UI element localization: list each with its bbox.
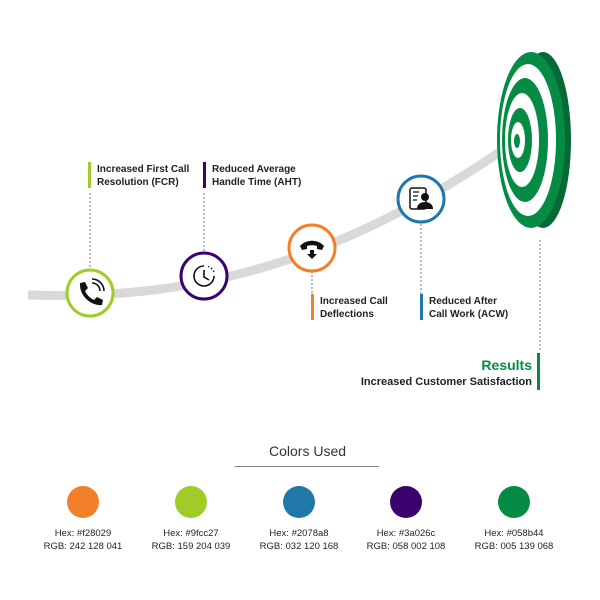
swatch-rgb: RGB: 242 128 041 — [43, 541, 123, 552]
swatch-orange: Hex: #f28029 RGB: 242 128 041 — [28, 486, 138, 553]
agent-phone-icon — [409, 187, 433, 210]
label-deflections-line1: Increased Call — [320, 296, 388, 307]
results-title: Results — [481, 357, 532, 373]
clock-icon — [193, 265, 215, 287]
swatch-hex: Hex: #9fcc27 — [163, 528, 219, 539]
step-circle-acw — [396, 174, 446, 224]
colors-used-title: Colors Used — [268, 443, 347, 459]
swatch-hex: Hex: #3a026c — [376, 528, 436, 539]
swatch-dot — [498, 486, 530, 518]
label-aht-line1: Reduced Average — [212, 164, 296, 175]
swatch-rgb: RGB: 058 002 108 — [366, 541, 446, 552]
label-fcr-line1: Increased First Call — [97, 164, 190, 175]
target-icon — [497, 52, 571, 228]
swatch-lime: Hex: #9fcc27 RGB: 159 204 039 — [136, 486, 246, 553]
swatch-purple: Hex: #3a026c RGB: 058 002 108 — [351, 486, 461, 553]
label-bar-deflections — [311, 294, 314, 320]
swatch-blue: Hex: #2078a8 RGB: 032 120 168 — [244, 486, 354, 553]
swatch-hex: Hex: #f28029 — [54, 528, 112, 539]
swatch-dot — [67, 486, 99, 518]
step-circle-deflections — [287, 223, 337, 273]
swatch-rgb: RGB: 032 120 168 — [259, 541, 339, 552]
swatch-green: Hex: #058b44 RGB: 005 139 068 — [459, 486, 569, 553]
label-fcr: Increased First Call Resolution (FCR) — [90, 163, 189, 189]
label-bar-acw — [420, 294, 423, 320]
label-deflections-line2: Deflections — [320, 309, 374, 320]
swatch-dot — [390, 486, 422, 518]
swatch-hex: Hex: #058b44 — [484, 528, 544, 539]
label-acw: Reduced After Call Work (ACW) — [422, 295, 508, 321]
results-subtitle: Increased Customer Satisfaction — [360, 376, 532, 388]
label-acw-line1: Reduced After — [429, 296, 497, 307]
phone-ringing-icon — [79, 278, 105, 306]
label-bar-aht — [203, 162, 206, 188]
swatch-dot — [175, 486, 207, 518]
phone-down-icon — [300, 240, 324, 259]
label-bar-fcr — [88, 162, 91, 188]
label-acw-line2: Call Work (ACW) — [429, 309, 509, 320]
step-circle-aht — [179, 251, 229, 301]
label-fcr-line2: Resolution (FCR) — [97, 177, 179, 188]
colors-divider — [235, 466, 379, 467]
swatch-hex: Hex: #2078a8 — [269, 528, 329, 539]
step-circle-fcr — [65, 268, 115, 318]
swatch-rgb: RGB: 005 139 068 — [474, 541, 554, 552]
label-aht: Reduced Average Handle Time (AHT) — [205, 163, 301, 189]
label-deflections: Increased Call Deflections — [313, 295, 388, 321]
swatch-dot — [283, 486, 315, 518]
label-aht-line2: Handle Time (AHT) — [212, 177, 302, 188]
results-accent-bar — [537, 353, 540, 390]
swatch-rgb: RGB: 159 204 039 — [151, 541, 231, 552]
